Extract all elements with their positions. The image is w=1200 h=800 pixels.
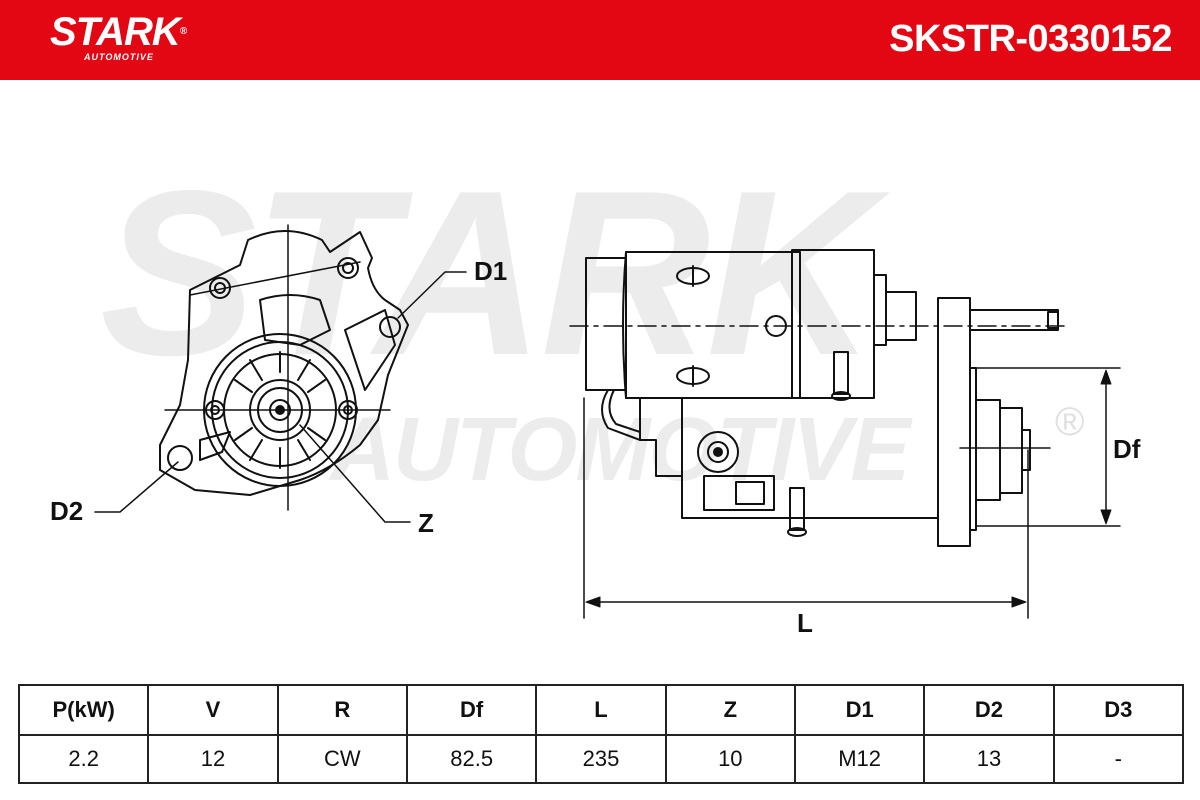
watermark-subtitle: AUTOMOTIVE	[330, 400, 910, 500]
side-view	[569, 249, 1121, 619]
spec-value: 10	[664, 734, 796, 784]
spec-value: M12	[793, 734, 926, 784]
label-z: Z	[418, 508, 434, 538]
label-d2: D2	[50, 496, 84, 526]
brand-subtitle: AUTOMOTIVE	[84, 52, 154, 62]
spec-header: R	[276, 684, 408, 736]
watermark-brand: STARK	[100, 141, 876, 404]
spec-header: D1	[793, 684, 926, 736]
spec-value: 13	[923, 734, 1055, 784]
header-bar: STARK® AUTOMOTIVE SKSTR-0330152	[0, 0, 1200, 80]
label-l: L	[797, 608, 813, 638]
spec-value: -	[1052, 734, 1185, 784]
spec-value: 82.5	[405, 734, 538, 784]
spec-value: 235	[535, 734, 667, 784]
watermark-registered: ®	[1055, 400, 1085, 444]
brand-registered: ®	[179, 26, 187, 37]
spec-header: Z	[664, 684, 796, 736]
spec-value: 12	[147, 734, 279, 784]
part-number: SKSTR-0330152	[889, 18, 1172, 60]
spec-value: CW	[276, 734, 408, 784]
front-view	[94, 224, 467, 523]
spec-value-row: 2.2 12 CW 82.5 235 10 M12 13 -	[17, 734, 1185, 784]
label-df: Df	[1113, 434, 1141, 464]
spec-header: D3	[1052, 684, 1185, 736]
spec-header: P(kW)	[17, 684, 150, 736]
spec-header-row: P(kW) V R Df L Z D1 D2 D3	[17, 684, 1185, 736]
spec-header: Df	[405, 684, 538, 736]
spec-header: D2	[923, 684, 1055, 736]
spec-header: V	[147, 684, 279, 736]
brand-logo: STARK® AUTOMOTIVE	[50, 10, 187, 62]
spec-value: 2.2	[17, 734, 150, 784]
brand-name: STARK	[50, 10, 181, 54]
label-d1: D1	[474, 256, 508, 286]
spec-header: L	[535, 684, 667, 736]
spec-table: P(kW) V R Df L Z D1 D2 D3 2.2 12 CW 82.5…	[17, 684, 1185, 784]
starter-drawing	[94, 224, 1121, 619]
